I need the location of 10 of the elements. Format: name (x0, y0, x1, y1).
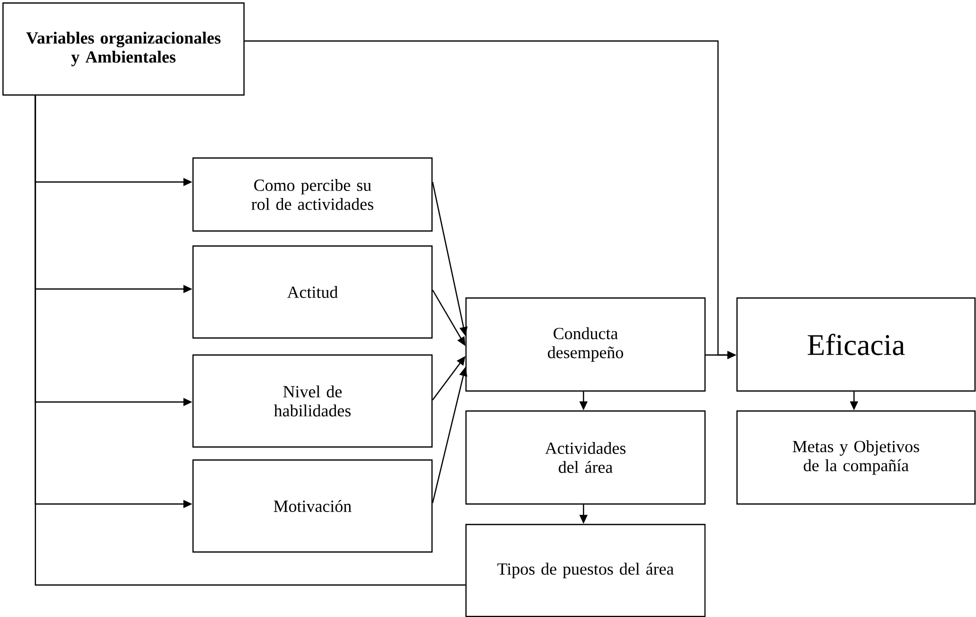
process-box: Variables organizacionales y Ambientales (2, 2, 245, 96)
process-box: Tipos de puestos del área (465, 524, 706, 617)
process-box: Nivel de habilidades (192, 354, 433, 448)
process-box: Motivación (192, 459, 433, 553)
process-box: Actividades del área (465, 410, 706, 505)
process-box: Como percibe su rol de actividades (192, 157, 433, 232)
process-box: Actitud (192, 245, 433, 339)
process-box: Conducta desempeño (465, 297, 706, 392)
process-box: Eficacia (736, 297, 976, 392)
process-box: Metas y Objetivos de la compañía (736, 410, 976, 505)
